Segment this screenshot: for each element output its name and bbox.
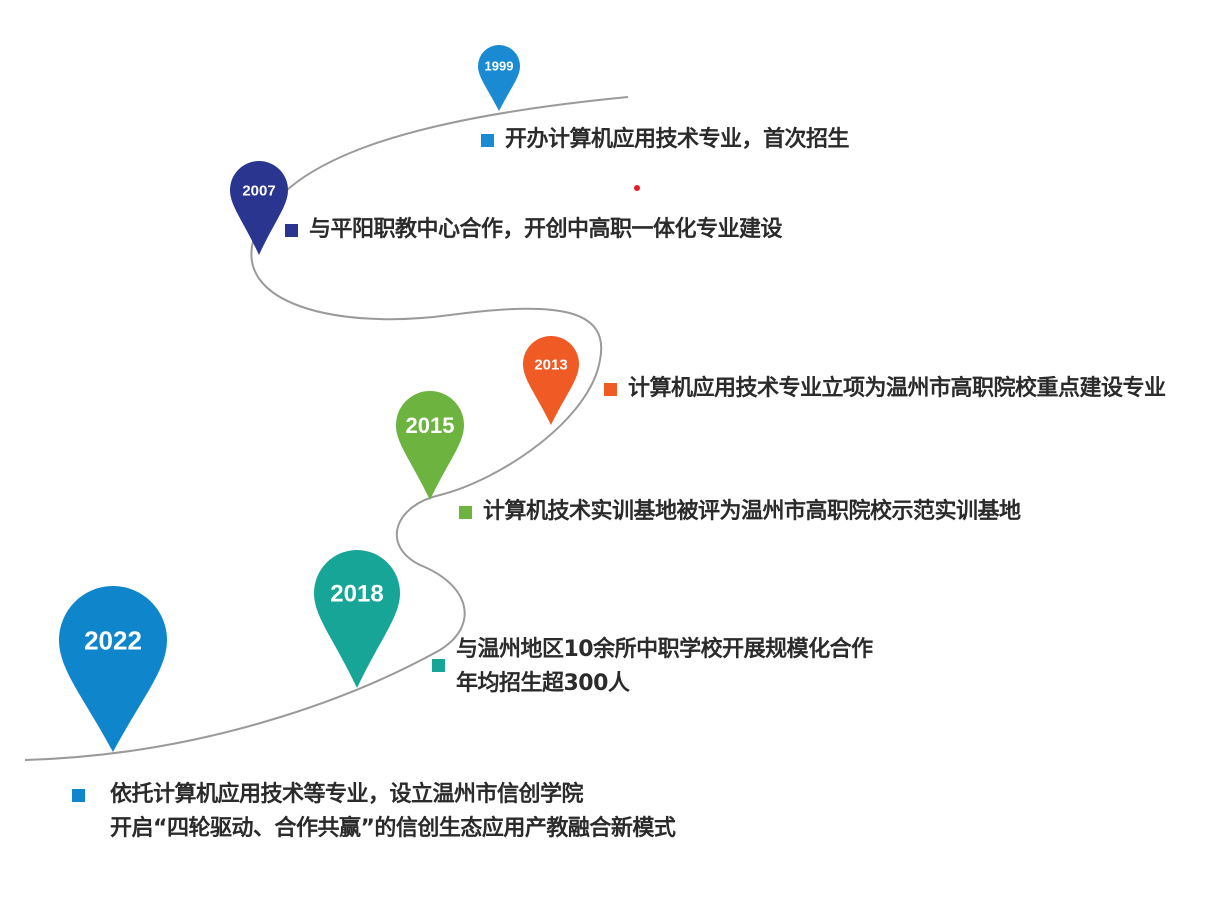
event-2018: 与温州地区10余所中职学校开展规模化合作 年均招生超300人 [432, 633, 873, 701]
event-2022-text-line2: 开启“四轮驱动、合作共赢”的信创生态应用产教融合新模式 [110, 816, 676, 841]
pin-2013-label: 2013 [534, 356, 567, 373]
pin-2022-label: 2022 [84, 625, 142, 655]
pin-2015-marker [396, 391, 464, 500]
event-1999: 开办计算机应用技术专业，首次招生 [481, 123, 850, 157]
event-2015: 计算机技术实训基地被评为温州市高职院校示范实训基地 [459, 495, 1021, 529]
event-2013: 计算机应用技术专业立项为温州市高职院校重点建设专业 [604, 372, 1166, 406]
pin-2007-marker [230, 161, 288, 255]
event-2013-text: 计算机应用技术专业立项为温州市高职院校重点建设专业 [628, 376, 1166, 401]
event-1999-text: 开办计算机应用技术专业，首次招生 [505, 127, 850, 152]
bullet-square-icon [481, 134, 494, 147]
bullet-square-icon [285, 224, 298, 237]
bullet-square-icon [604, 383, 617, 396]
pin-2007-label: 2007 [242, 182, 275, 199]
bullet-square-icon [432, 659, 445, 672]
bullet-square-icon [72, 789, 85, 802]
event-2018-text-line1: 与温州地区10余所中职学校开展规模化合作 [456, 637, 873, 662]
pin-2018-marker [314, 550, 400, 688]
red-dot-marker [634, 185, 640, 191]
event-2007-text: 与平阳职教中心合作，开创中高职一体化专业建设 [309, 217, 783, 242]
event-2022-text-line1: 依托计算机应用技术等专业，设立温州市信创学院 [110, 782, 584, 807]
event-2007: 与平阳职教中心合作，开创中高职一体化专业建设 [285, 213, 783, 247]
event-2015-text: 计算机技术实训基地被评为温州市高职院校示范实训基地 [483, 499, 1021, 524]
pin-2022-marker [59, 586, 167, 752]
pin-1999-label: 1999 [485, 59, 514, 74]
event-2022: 依托计算机应用技术等专业，设立温州市信创学院 开启“四轮驱动、合作共赢”的信创生… [72, 778, 676, 846]
pin-2013-marker [523, 336, 579, 425]
pin-2015-label: 2015 [406, 413, 455, 438]
pin-1999-marker [478, 45, 520, 111]
event-2018-text-line2: 年均招生超300人 [456, 671, 630, 696]
bullet-square-icon [459, 506, 472, 519]
pin-2018-label: 2018 [330, 581, 383, 608]
